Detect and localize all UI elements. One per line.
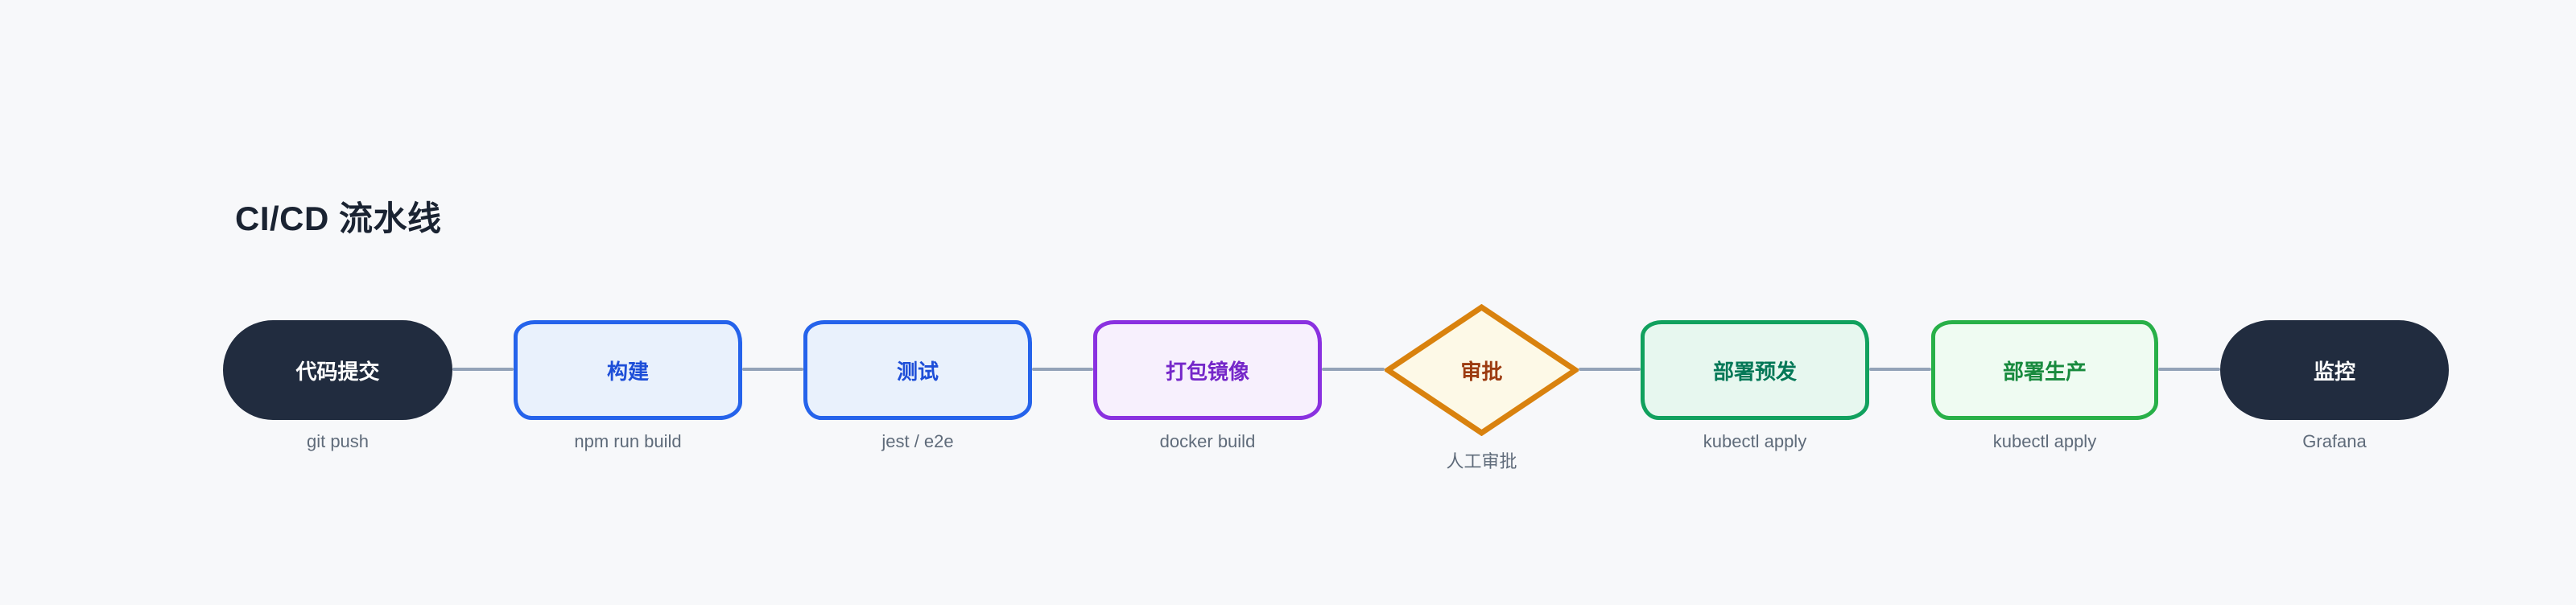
node-label: 构建 xyxy=(606,359,649,384)
node-sublabel: kubectl apply xyxy=(1703,431,1807,451)
node-sublabel: docker build xyxy=(1159,431,1256,451)
node-label: 监控 xyxy=(2313,359,2355,384)
node-sublabel: kubectl apply xyxy=(1992,431,2097,451)
node-sublabel: git push xyxy=(306,431,369,451)
node-monitoring[interactable]: 监控 xyxy=(2220,320,2449,420)
node-test[interactable]: 测试 xyxy=(803,320,1032,420)
node-label: 部署预发 xyxy=(1712,359,1797,384)
node-build[interactable]: 构建 xyxy=(514,320,742,420)
connector-line-production-monitoring xyxy=(2158,368,2220,371)
diamond-shape xyxy=(1385,304,1579,436)
node-sublabel: Grafana xyxy=(2302,431,2367,451)
node-label: 审批 xyxy=(1460,359,1503,384)
node-staging[interactable]: 部署预发 xyxy=(1641,320,1869,420)
node-sublabel: npm run build xyxy=(574,431,682,451)
node-commit[interactable]: 代码提交 xyxy=(223,320,452,420)
node-package[interactable]: 打包镜像 xyxy=(1093,320,1322,420)
node-sublabel: 人工审批 xyxy=(1446,451,1517,471)
node-label: 部署生产 xyxy=(2002,359,2087,384)
connector-line-build-test xyxy=(742,368,803,371)
connector-line-package-approval xyxy=(1322,368,1385,371)
node-production[interactable]: 部署生产 xyxy=(1931,320,2158,420)
connector-line-test-package xyxy=(1032,368,1093,371)
node-sublabel: jest / e2e xyxy=(881,431,954,451)
connector-line-staging-production xyxy=(1869,368,1931,371)
node-label: 打包镜像 xyxy=(1165,359,1249,384)
diagram-title: CI/CD 流水线 xyxy=(235,200,442,237)
connector-line-approval-staging xyxy=(1579,368,1641,371)
node-label: 代码提交 xyxy=(295,359,380,384)
node-label: 测试 xyxy=(896,359,939,384)
node-approval[interactable]: 审批 xyxy=(1385,304,1579,436)
connector-line-commit-build xyxy=(452,368,514,371)
